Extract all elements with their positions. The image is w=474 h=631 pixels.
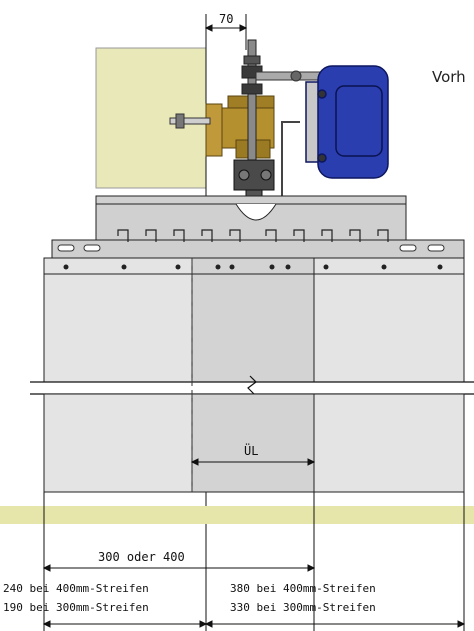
blue-motor-icon: [305, 65, 389, 179]
right-300-label: 330 bei 300mm-Streifen: [230, 601, 376, 614]
floor-band: [0, 506, 474, 524]
strips-lower: [43, 393, 465, 493]
threaded-spindle-icon: [241, 39, 263, 191]
extension-lines: [43, 492, 465, 631]
right-400-label: 380 bei 400mm-Streifen: [230, 582, 376, 595]
mounting-bracket: [205, 95, 275, 159]
strips-upper: [43, 257, 465, 383]
left-400-label: 240 bei 400mm-Streifen: [3, 582, 149, 595]
bottom-dimension: [42, 620, 466, 628]
width-label: 300 oder 400: [98, 550, 185, 564]
clamp-hooks: [117, 229, 389, 242]
top-rail: [95, 195, 407, 243]
top-dimension-label: 70: [219, 12, 234, 26]
side-text: Vorh: [432, 68, 466, 86]
wall-bolt: [169, 113, 211, 129]
overlap-dimension: [190, 458, 316, 466]
clamp-bar: [51, 239, 465, 259]
overlap-label: ÜL: [244, 444, 259, 458]
width-dimension: [42, 564, 316, 572]
rivets: [63, 264, 443, 270]
left-300-label: 190 bei 300mm-Streifen: [3, 601, 149, 614]
